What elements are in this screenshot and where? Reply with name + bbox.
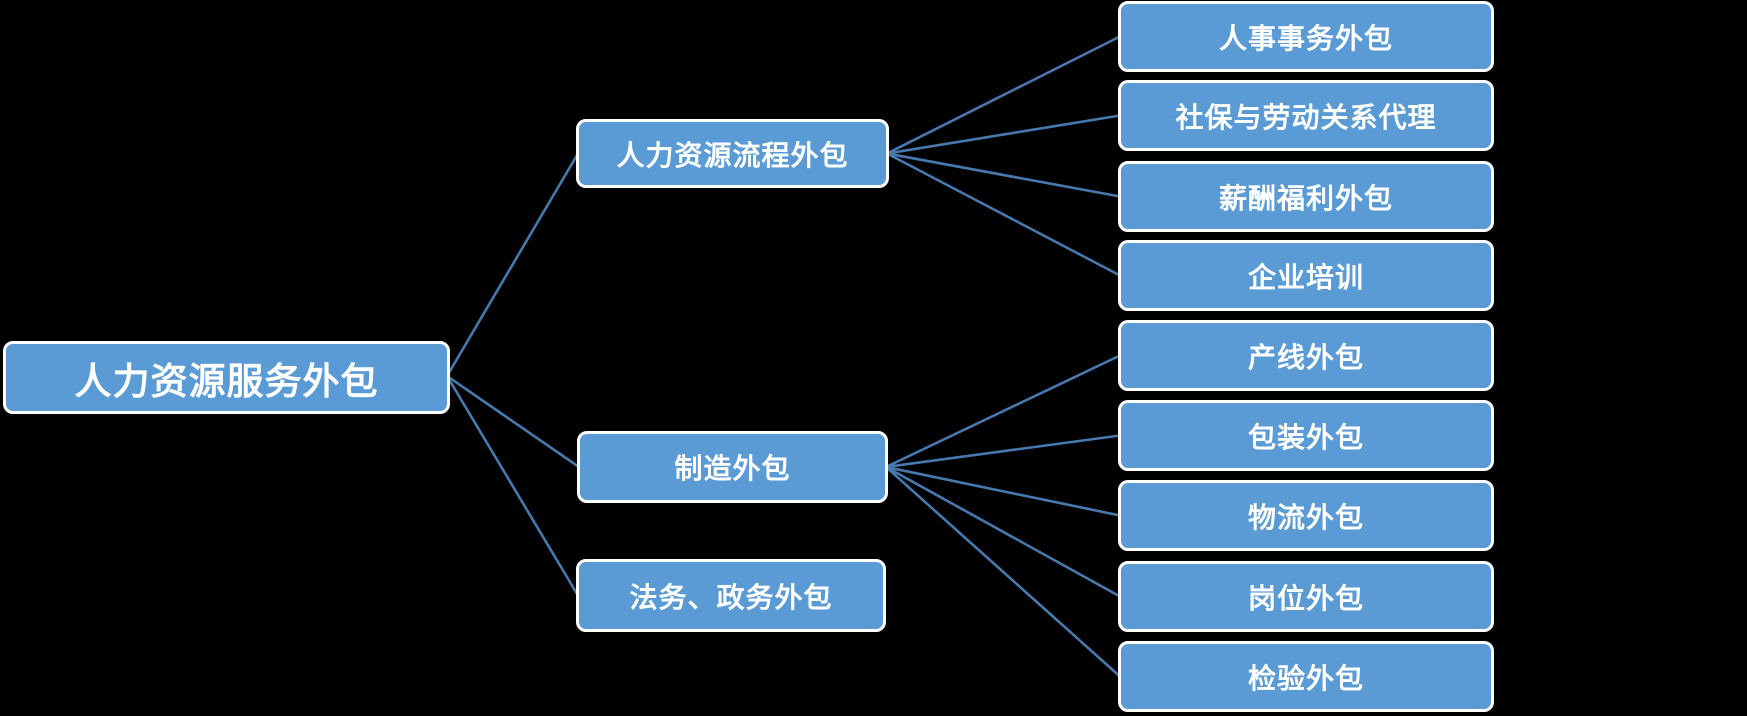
node-label: 产线外包 [1247,341,1364,373]
node-leaf-corporate-training[interactable]: 企业培训 [1118,240,1494,311]
connector-branch0-leaf-2 [885,152,1122,198]
connector-root-branch-1 [445,374,581,469]
connector-branch1-leaf-5 [884,434,1122,469]
connector-root-branch-0 [445,152,580,378]
node-label: 物流外包 [1247,501,1364,533]
node-leaf-logistics[interactable]: 物流外包 [1118,480,1494,551]
node-label: 薪酬福利外包 [1218,182,1393,214]
node-branch-hr-process-outsourcing[interactable]: 人力资源流程外包 [576,119,889,188]
node-leaf-payroll-benefits[interactable]: 薪酬福利外包 [1118,161,1494,232]
node-leaf-packaging[interactable]: 包装外包 [1118,400,1494,471]
connector-branch1-leaf-6 [884,465,1122,517]
node-label: 人力资源服务外包 [74,360,379,402]
connector-branch1-leaf-8 [884,465,1122,678]
node-label: 包装外包 [1247,421,1364,453]
node-label: 人事事务外包 [1218,22,1393,54]
connector-branch0-leaf-0 [885,35,1122,155]
node-branch-legal-gov-outsourcing[interactable]: 法务、政务外包 [576,559,886,632]
connector-root-branch-2 [445,374,580,597]
connector-branch1-leaf-4 [884,354,1122,469]
node-label: 企业培训 [1247,261,1364,293]
node-label: 社保与劳动关系代理 [1175,101,1437,133]
node-label: 人力资源流程外包 [616,139,849,171]
node-label: 检验外包 [1247,662,1364,694]
node-label: 法务、政务外包 [629,581,833,613]
node-leaf-personnel-affairs[interactable]: 人事事务外包 [1118,1,1494,72]
connector-branch0-leaf-3 [885,152,1122,277]
node-leaf-position[interactable]: 岗位外包 [1118,561,1494,632]
node-leaf-inspection[interactable]: 检验外包 [1118,641,1494,712]
node-leaf-social-security-labor-agency[interactable]: 社保与劳动关系代理 [1118,80,1494,151]
node-branch-manufacturing-outsourcing[interactable]: 制造外包 [577,431,888,503]
node-leaf-production-line[interactable]: 产线外包 [1118,320,1494,391]
node-label: 岗位外包 [1247,582,1364,614]
node-root-hr-service-outsourcing[interactable]: 人力资源服务外包 [3,341,450,414]
connector-branch0-leaf-1 [885,114,1122,155]
node-label: 制造外包 [674,453,791,484]
connector-branch1-leaf-7 [884,465,1122,598]
